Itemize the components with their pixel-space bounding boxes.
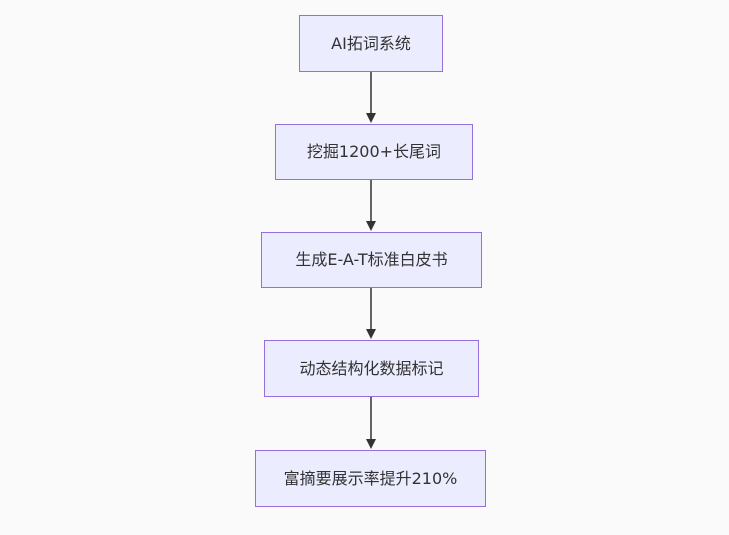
flow-node-rich-snippet-result: 富摘要展示率提升210% [255,450,486,507]
flow-node-longtail-mining: 挖掘1200+长尾词 [275,124,473,180]
flow-node-eat-whitepaper: 生成E-A-T标准白皮书 [261,232,482,288]
flow-arrow [366,397,376,449]
flow-arrow [366,180,376,231]
flow-node-ai-keyword-system: AI拓词系统 [299,15,443,72]
flow-arrow [366,288,376,339]
flow-arrow [366,72,376,123]
flow-node-structured-data: 动态结构化数据标记 [264,340,479,397]
